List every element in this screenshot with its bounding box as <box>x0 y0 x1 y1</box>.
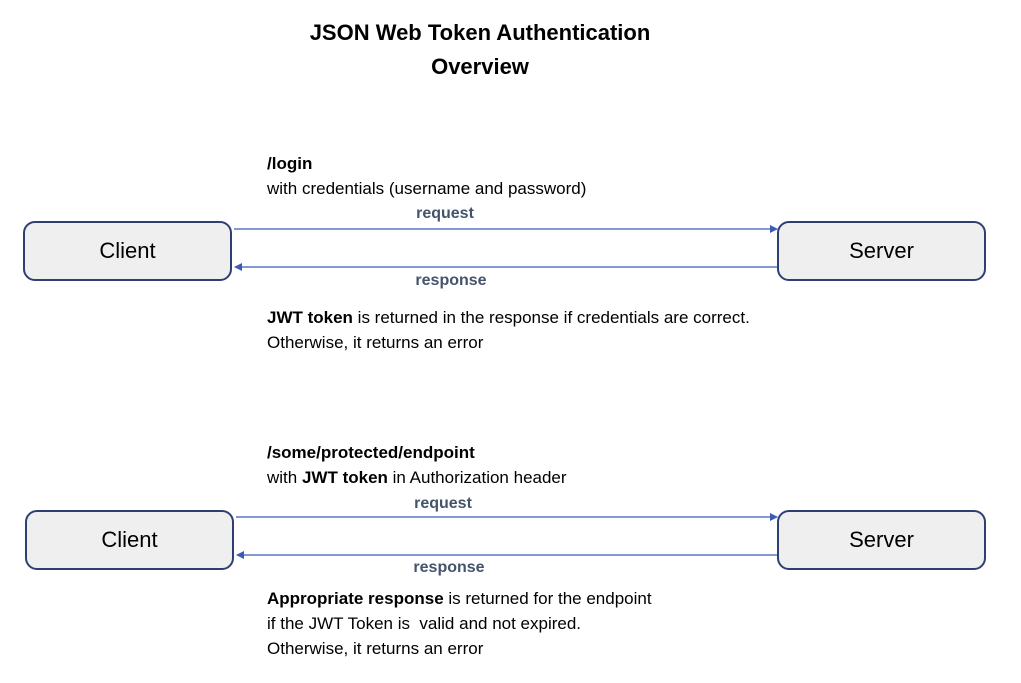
request-label-1: request <box>416 205 474 222</box>
title-line-1: JSON Web Token Authentication <box>309 20 651 45</box>
jwt-token-bold: JWT token <box>267 308 353 327</box>
title-line-2: Overview <box>431 54 529 79</box>
client-box-2: Client <box>25 510 234 570</box>
diagram-title: JSON Web Token Authentication Overview <box>230 16 730 84</box>
response-label-1: response <box>415 272 487 289</box>
login-result-text: is returned in the response if credentia… <box>352 308 750 327</box>
login-detail: with credentials (username and password) <box>267 179 587 198</box>
server-box-1: Server <box>777 221 986 281</box>
login-result: JWT token is returned in the response if… <box>267 305 750 330</box>
protected-detail: with JWT token in Authorization header <box>267 465 567 490</box>
protected-result-line3: Otherwise, it returns an error <box>267 639 484 658</box>
protected-result-line2: if the JWT Token is valid and not expire… <box>267 614 582 633</box>
appropriate-response-bold: Appropriate response <box>267 589 444 608</box>
response-label-2: response <box>413 559 485 576</box>
login-endpoint: /login <box>267 154 313 173</box>
request-label-2: request <box>414 495 472 512</box>
detail-bold: JWT token <box>301 468 388 487</box>
client-box-1: Client <box>23 221 232 281</box>
protected-endpoint: /some/protected/endpoint <box>267 443 475 462</box>
detail-post: in Authorization header <box>387 468 567 487</box>
server-box-2: Server <box>777 510 986 570</box>
detail-pre: with <box>267 468 302 487</box>
protected-result-text: is returned for the endpoint <box>443 589 652 608</box>
login-result-line2: Otherwise, it returns an error <box>267 333 484 352</box>
protected-result: Appropriate response is returned for the… <box>267 586 652 611</box>
